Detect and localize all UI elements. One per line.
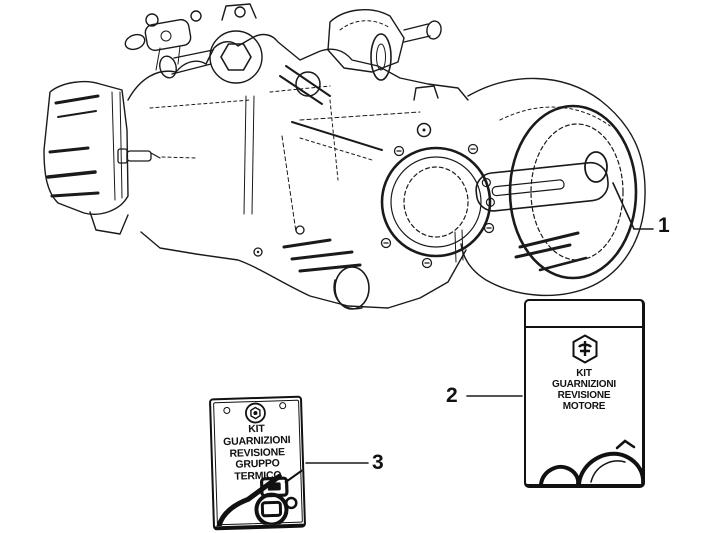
callout-label-3: 3: [372, 451, 384, 474]
gasket-drawing: [539, 439, 642, 484]
kit-line: REVISIONE: [557, 390, 611, 401]
kit-label-motore: KIT GUARNIZIONI REVISIONE MOTORE: [526, 368, 642, 412]
engine-cvt-cover: [454, 77, 646, 297]
engine-drain-bolt: [117, 148, 197, 164]
callout-leader-1: [612, 182, 654, 230]
box-hole-icon: [279, 402, 287, 410]
gasket-drawing: [216, 469, 305, 527]
box-lid-line: [526, 326, 642, 328]
kit-line: GUARNIZIONI: [552, 379, 616, 390]
engine-left-cover: [43, 80, 129, 235]
kit-line: KIT: [576, 368, 592, 379]
bolt-icon: [380, 143, 495, 269]
callout-leaders: [305, 182, 654, 464]
engine-top-components: [124, 3, 442, 84]
box-hole-icon: [223, 406, 231, 415]
kit-line: MOTORE: [562, 401, 606, 412]
callout-label-1: 1: [658, 214, 670, 237]
engine-flywheel-ring: [380, 143, 495, 269]
piaggio-round-logo-icon: [245, 402, 266, 424]
callout-label-2: 2: [446, 384, 458, 407]
kit-box-guarnizioni-gruppo-termico: KIT GUARNIZIONI REVISIONE GRUPPO TERMICO: [208, 395, 307, 531]
kit-box-guarnizioni-motore: KIT GUARNIZIONI REVISIONE MOTORE: [524, 299, 645, 488]
piaggio-hexagon-logo-icon: [572, 334, 598, 364]
engine-sump: [253, 225, 370, 310]
engine-crankcase: [127, 33, 469, 309]
